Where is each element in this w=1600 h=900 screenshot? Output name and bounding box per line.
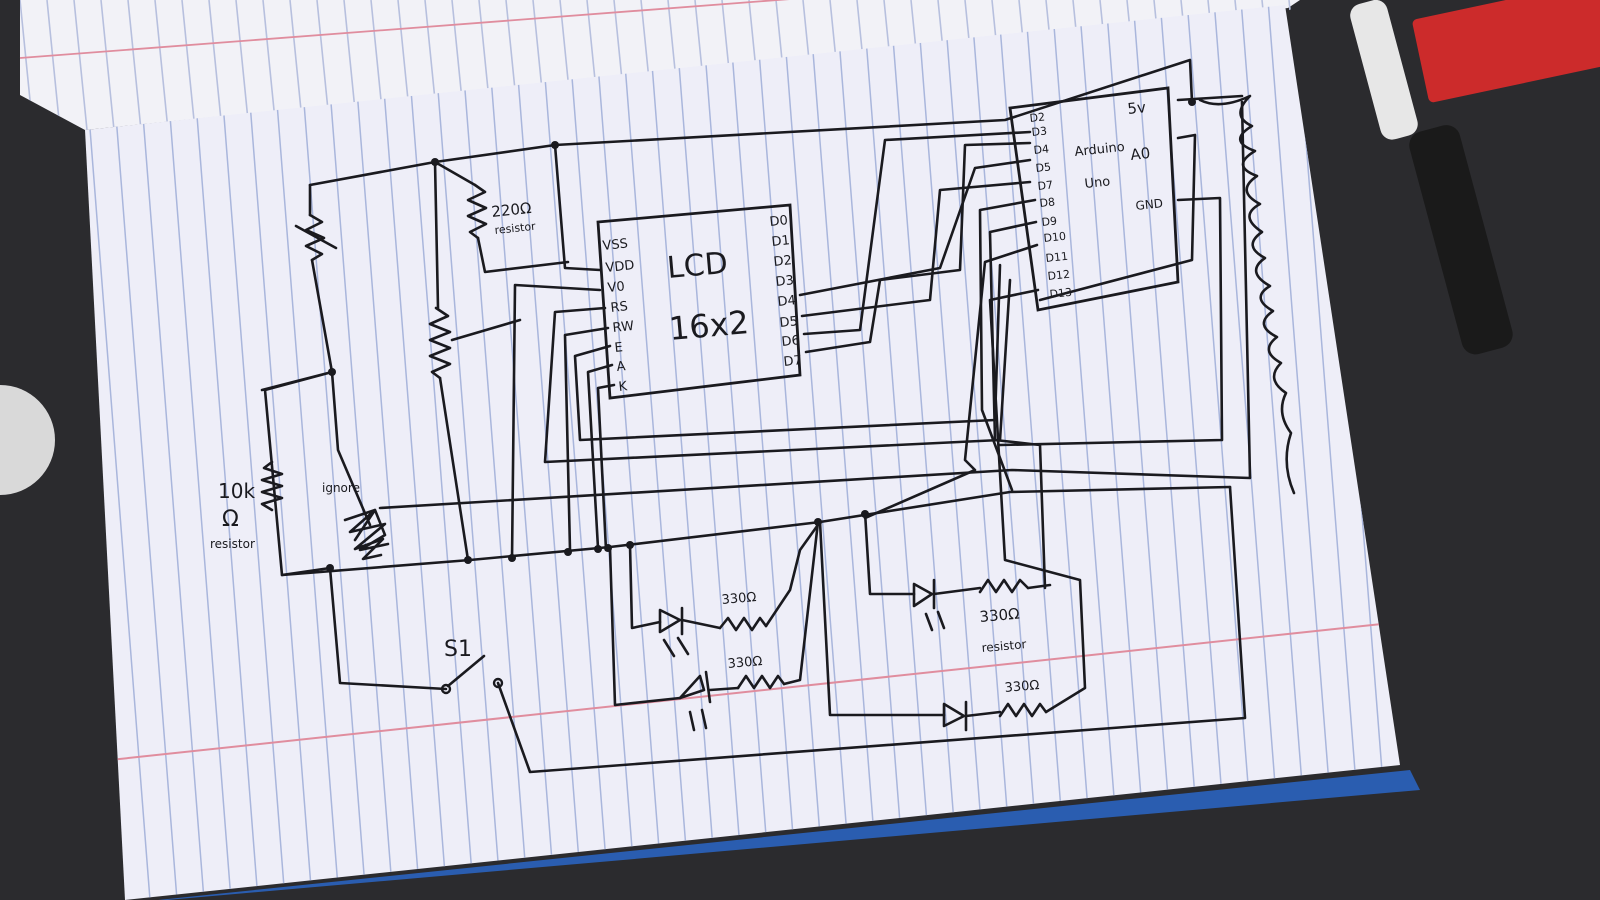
lcd-pin-k: K	[618, 379, 629, 395]
label-220-ohm: 220Ω	[491, 199, 533, 221]
arduino-pin-gnd: GND	[1135, 196, 1164, 213]
lcd-pin-a: A	[616, 359, 627, 375]
junction-dots	[326, 98, 1196, 572]
resistor-220	[466, 183, 488, 240]
lcd-pin-d1: D1	[771, 233, 791, 250]
lcd-pin-d6: D6	[781, 333, 801, 350]
lcd-pin-d2: D2	[773, 253, 793, 270]
lcd-pin-v0: V0	[607, 279, 626, 296]
lcd-pin-vdd: VDD	[605, 258, 635, 276]
resistor-330-a	[718, 616, 768, 632]
arduino-model: Uno	[1084, 174, 1111, 192]
lcd-pin-d4: D4	[777, 293, 797, 310]
potentiometer-contrast	[428, 306, 452, 380]
lcd-pin-d7: D7	[783, 353, 803, 370]
label-330-a: 330Ω	[721, 590, 757, 608]
lcd-pin-d5: D5	[779, 314, 799, 331]
previous-page-margin	[19, 0, 790, 59]
page-margin-line	[109, 621, 1400, 761]
label-330-d: 330Ω	[1004, 678, 1040, 696]
lcd-pin-e: E	[614, 340, 624, 356]
led-2	[678, 670, 712, 732]
label-10k-symbol: Ω	[222, 507, 239, 532]
label-330-b: 330Ω	[727, 654, 763, 672]
lcd-size: 16x2	[667, 303, 750, 348]
lcd-pin-d3: D3	[775, 273, 795, 290]
label-330-c: 330Ω	[979, 605, 1021, 626]
lcd-pin-rw: RW	[612, 319, 635, 336]
arduino-pin-d9: D9	[1041, 214, 1058, 229]
arduino-pin-d11: D11	[1045, 250, 1069, 265]
lcd-pin-d0: D0	[769, 213, 789, 230]
arduino-pin-d10: D10	[1043, 230, 1067, 245]
arduino-pin-d12: D12	[1047, 268, 1071, 283]
arduino-pin-d2: D2	[1029, 110, 1046, 125]
notebook-cover	[158, 770, 1420, 900]
potentiometer-wiper	[450, 318, 522, 342]
lcd-title: LCD	[666, 246, 730, 286]
arduino-pin-d7: D7	[1037, 178, 1054, 193]
resistor-330-b	[736, 674, 786, 690]
label-330-c-resistor: resistor	[981, 637, 1027, 655]
lcd-pin-rs: RS	[610, 299, 629, 316]
arduino-pin-d8: D8	[1039, 195, 1056, 210]
label-10k: 10k	[218, 479, 255, 503]
previous-page	[20, 0, 1300, 130]
arduino-pin-d3: D3	[1031, 124, 1048, 139]
arduino-name: Arduino	[1074, 140, 1126, 160]
resistor-330-d	[998, 702, 1048, 718]
arduino-pin-5v: 5v	[1127, 98, 1147, 118]
arduino-pin-a0: A0	[1130, 144, 1152, 164]
white-marker	[1350, 0, 1418, 140]
label-220-resistor: resistor	[494, 220, 537, 237]
label-10k-resistor: resistor	[210, 537, 255, 551]
wires	[260, 58, 1252, 774]
scribbled-wire	[1198, 94, 1296, 495]
label-ignore: ignore	[322, 481, 360, 495]
trimmer-arrow	[294, 224, 338, 250]
round-object	[0, 385, 55, 495]
black-marker	[1409, 125, 1513, 355]
label-s1: S1	[444, 637, 472, 662]
lcd-pin-vss: VSS	[602, 236, 629, 254]
red-circuit-board	[1412, 0, 1600, 103]
trimmer-resistor	[304, 213, 326, 262]
arduino-pin-d5: D5	[1035, 160, 1052, 175]
resistor-10k	[260, 460, 284, 512]
arduino-pin-d4: D4	[1033, 142, 1050, 157]
resistor-330-c	[978, 578, 1030, 594]
